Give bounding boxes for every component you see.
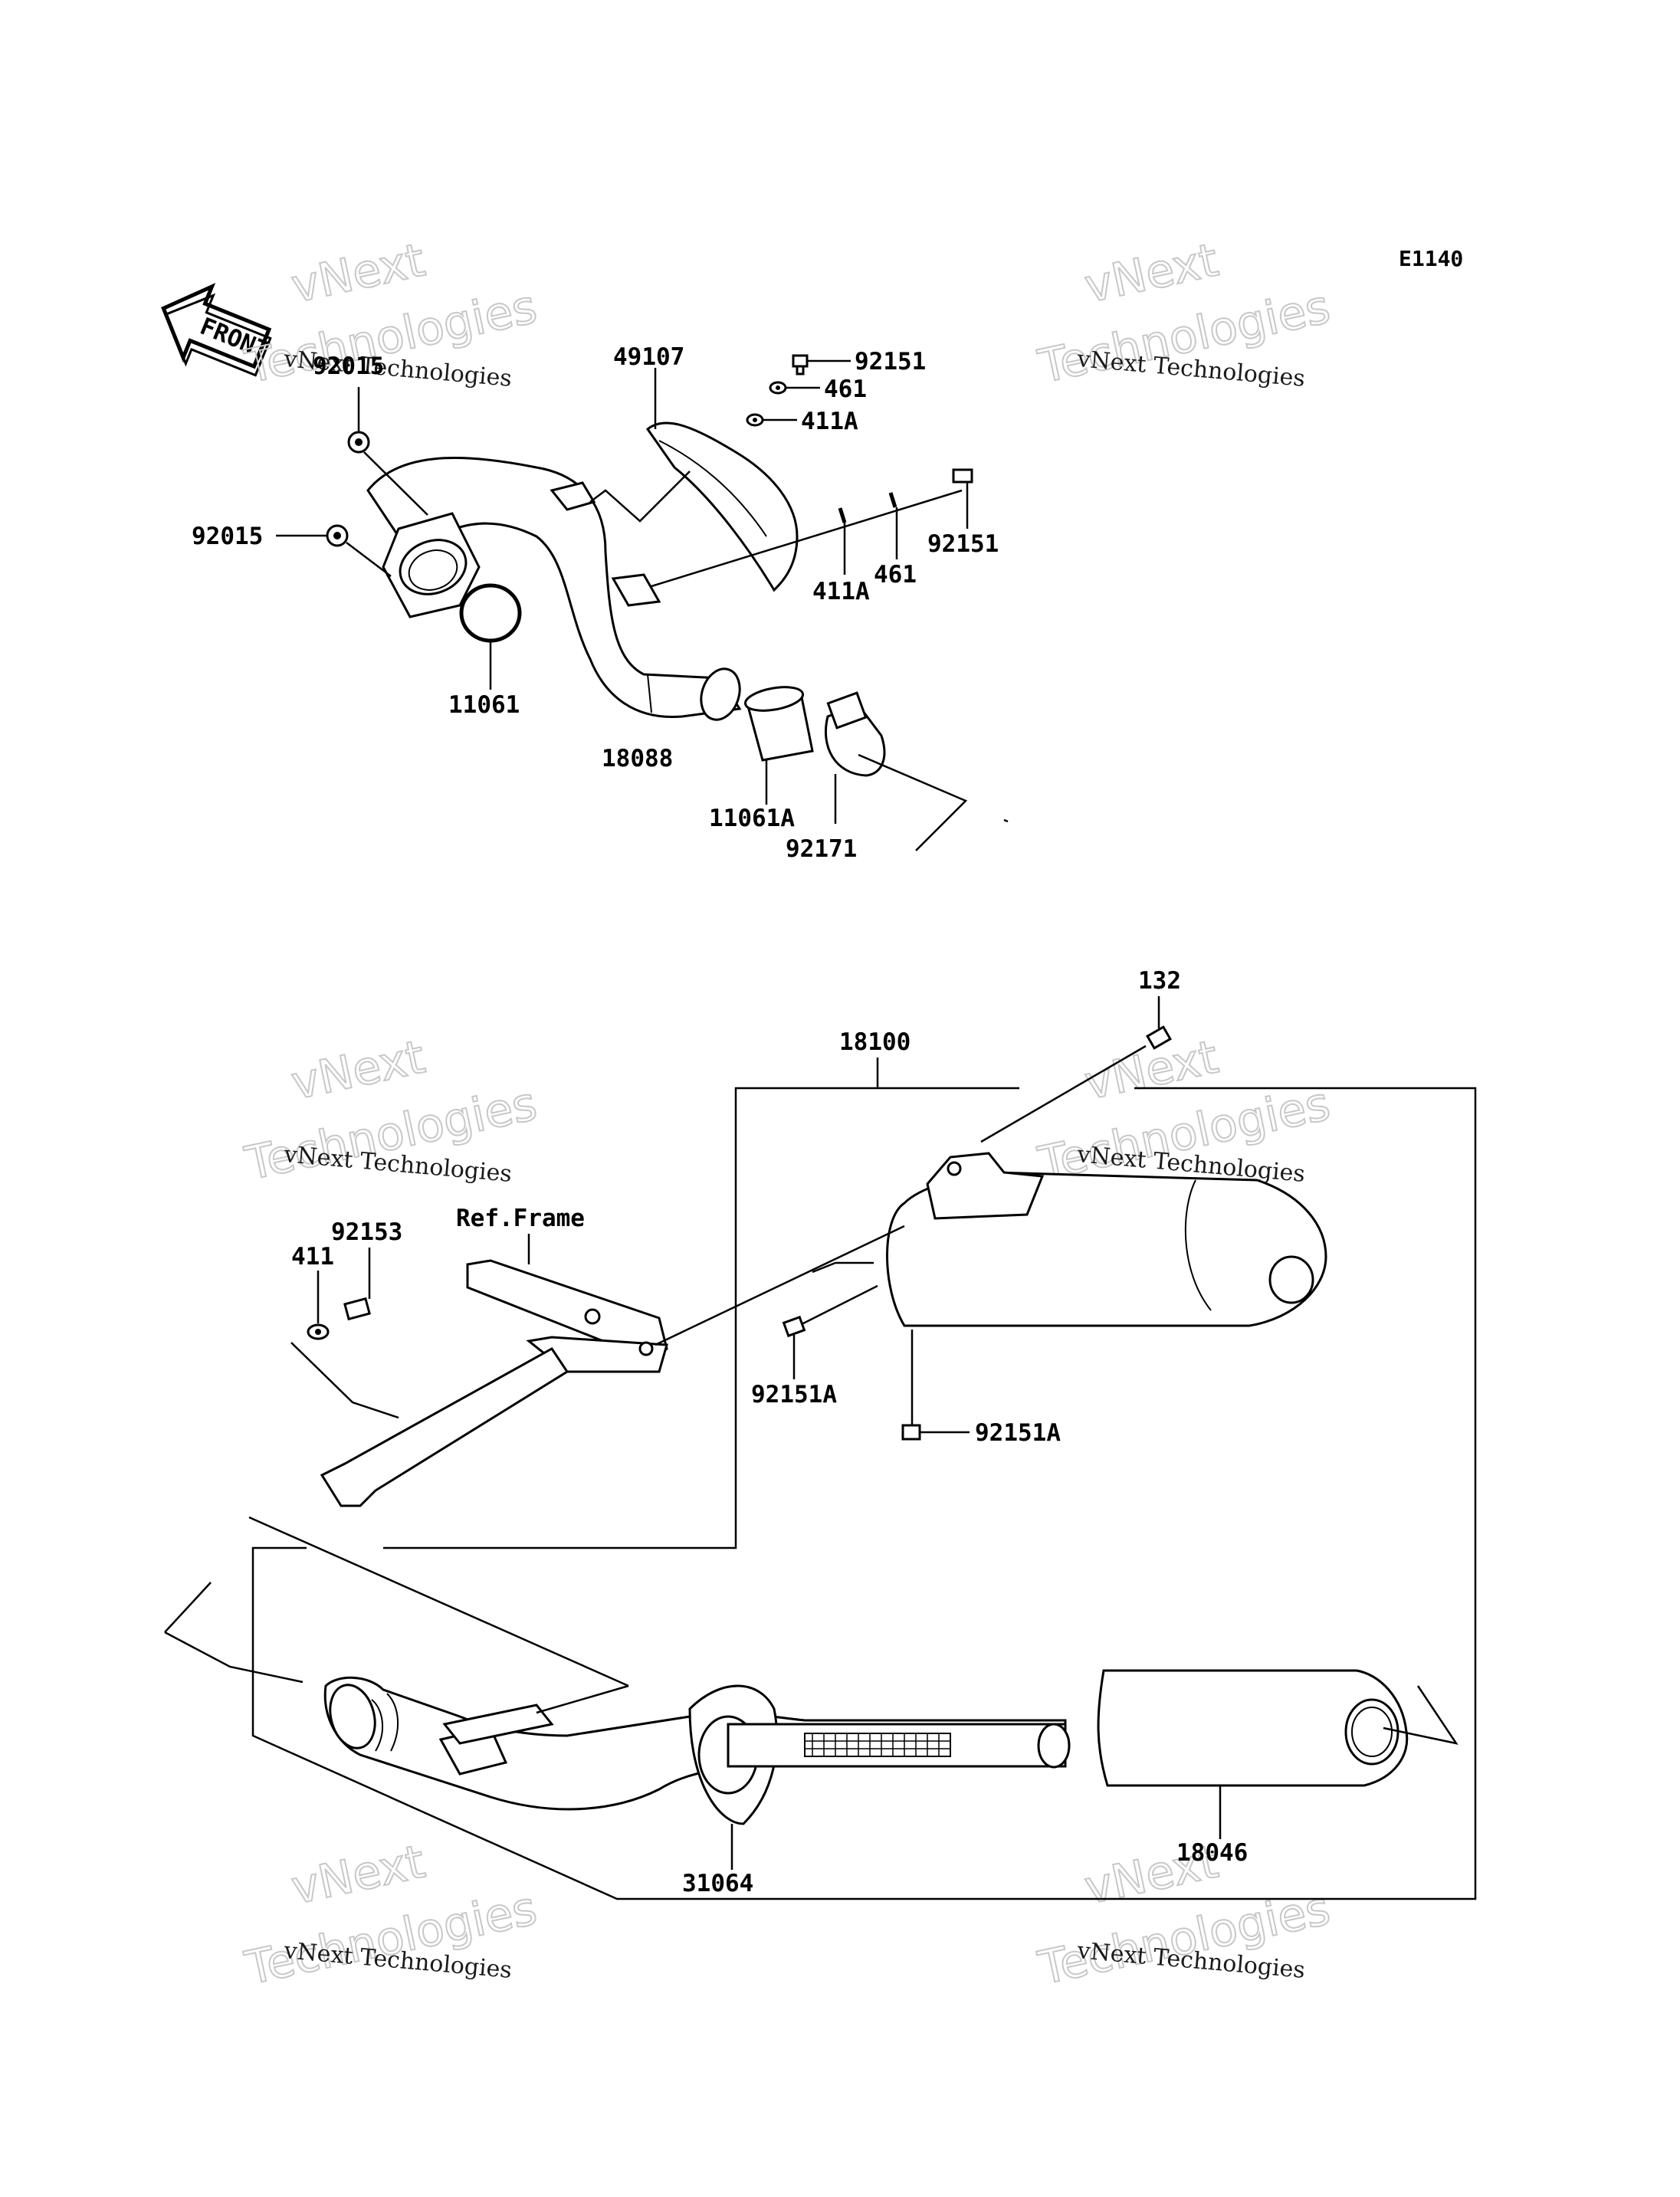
label-31064: 31064	[682, 1870, 753, 1897]
washer-411	[307, 1323, 330, 1340]
gasket-11061A	[743, 686, 814, 762]
label-411A-low: 411A	[812, 578, 870, 605]
label-18088: 18088	[602, 745, 673, 772]
label-11061: 11061	[448, 691, 520, 719]
label-92151-right: 92151	[927, 530, 999, 558]
label-132: 132	[1138, 967, 1181, 995]
label-49107: 49107	[613, 343, 684, 371]
label-92171: 92171	[786, 835, 857, 863]
outer-shell-18046	[1097, 1669, 1409, 1787]
washer-411A-top	[746, 413, 764, 427]
label-411A-top: 411A	[801, 408, 858, 435]
label-92015-top: 92015	[313, 353, 384, 380]
bolt-92151A-low	[901, 1424, 921, 1441]
nut-92015-top	[347, 431, 370, 454]
label-92151A-low: 92151A	[975, 1419, 1061, 1447]
label-461-low: 461	[874, 561, 917, 589]
label-18100: 18100	[839, 1028, 911, 1056]
bolt-92151A-left	[782, 1315, 806, 1338]
bolt-92151-right	[952, 468, 973, 484]
label-92153: 92153	[331, 1218, 402, 1246]
watermark-big: vNext	[287, 1835, 429, 1915]
header-pipe-18088	[366, 457, 742, 721]
bolt-132	[1146, 1025, 1172, 1050]
diagram-code: E1140	[1399, 246, 1463, 271]
label-411: 411	[291, 1243, 334, 1271]
label-92151-top: 92151	[855, 348, 926, 375]
perforated-section	[804, 1733, 951, 1757]
spark-cone-31064	[688, 1684, 1071, 1825]
label-92015-left: 92015	[192, 523, 263, 550]
label-92151A-left: 92151A	[751, 1381, 837, 1408]
nut-92015-left	[326, 524, 349, 547]
washer-461-top	[769, 381, 787, 395]
watermark-big: vNext	[287, 1030, 429, 1110]
watermark-big: vNext	[287, 233, 429, 313]
clamp-92171	[824, 691, 886, 777]
washer-411A-low	[838, 507, 847, 523]
silencer-18100	[886, 1152, 1327, 1327]
label-ref-frame: Ref.Frame	[456, 1205, 585, 1232]
frame-bracket	[320, 1259, 668, 1507]
washer-461-low	[888, 492, 897, 508]
watermark-big: vNext	[1080, 233, 1222, 313]
label-11061A: 11061A	[709, 805, 795, 832]
bolt-92151-top	[792, 354, 809, 375]
heat-guard-49107	[645, 421, 799, 592]
label-18046: 18046	[1176, 1839, 1248, 1867]
gasket-11061	[459, 583, 522, 643]
bolt-92153	[343, 1297, 371, 1321]
label-461-top: 461	[824, 375, 867, 403]
